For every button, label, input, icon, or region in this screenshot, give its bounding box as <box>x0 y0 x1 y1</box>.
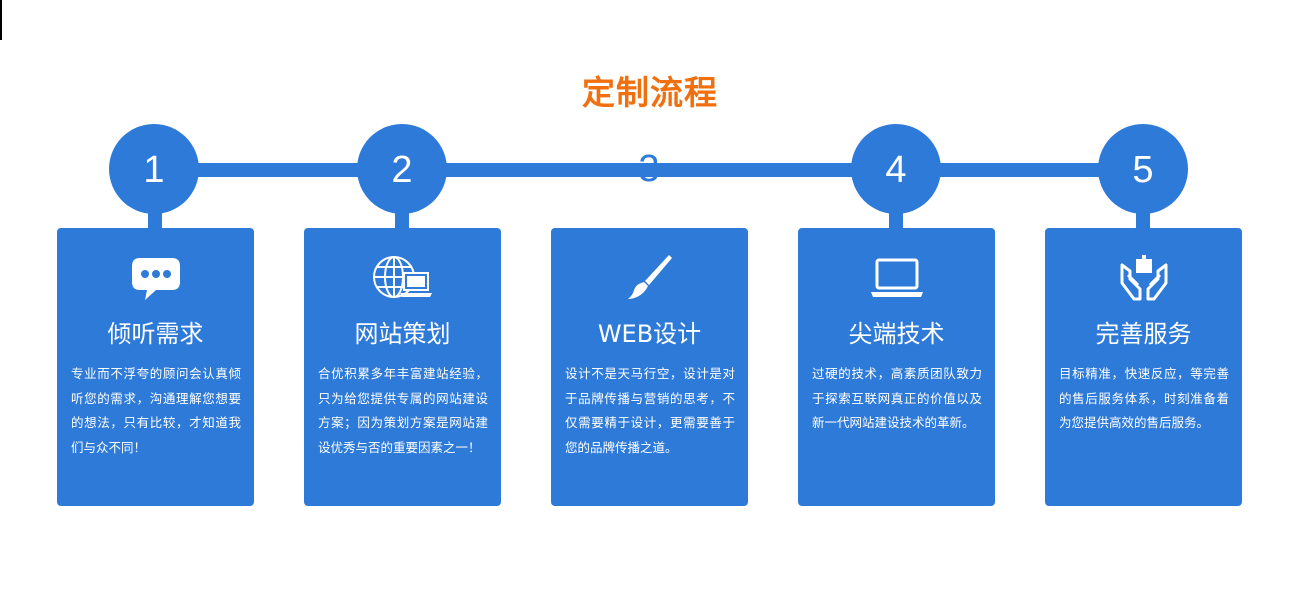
hands-gift-icon <box>1045 252 1242 304</box>
step-card-3[interactable]: WEB设计 设计不是天马行空，设计是对于品牌传播与营销的思考，不仅需要精于设计，… <box>551 228 748 506</box>
step-card-4[interactable]: 尖端技术 过硬的技术，高素质团队致力于探索互联网真正的价值以及新一代网站建设技术… <box>798 228 995 506</box>
step-circle-4: 4 <box>851 124 941 214</box>
step-stem-5 <box>1136 208 1150 232</box>
globe-laptop-icon <box>304 252 501 304</box>
step-card-1[interactable]: 倾听需求 专业而不浮夸的顾问会认真倾听您的需求，沟通理解您想要的想法，只有比较，… <box>57 228 254 506</box>
card-title: 尖端技术 <box>848 320 945 348</box>
step-circle-5: 5 <box>1098 124 1188 214</box>
card-title: WEB设计 <box>597 320 702 348</box>
card-title: 网站策划 <box>354 320 451 348</box>
step-card-5[interactable]: 完善服务 目标精准，快速反应，等完善的售后服务体系，时刻准备着为您提供高效的售后… <box>1045 228 1242 506</box>
page-title: 定制流程 <box>582 73 718 112</box>
speech-bubble-icon <box>57 252 254 304</box>
edge-mark <box>0 0 2 40</box>
step-card-2[interactable]: 网站策划 合优积累多年丰富建站经验，只为给您提供专属的网站建设方案；因为策划方案… <box>304 228 501 506</box>
laptop-icon <box>798 252 995 304</box>
card-description: 设计不是天马行空，设计是对于品牌传播与营销的思考，不仅需要精于设计，更需要善于您… <box>565 366 735 455</box>
step-stem-4 <box>889 208 903 232</box>
card-description: 合优积累多年丰富建站经验，只为给您提供专属的网站建设方案；因为策划方案是网站建设… <box>318 366 488 455</box>
step-circle-2: 2 <box>357 124 447 214</box>
card-title: 完善服务 <box>1095 320 1192 348</box>
card-title: 倾听需求 <box>107 320 204 348</box>
paintbrush-icon <box>551 252 748 304</box>
step-stem-2 <box>395 208 409 232</box>
step-circle-1: 1 <box>109 124 199 214</box>
card-description: 过硬的技术，高素质团队致力于探索互联网真正的价值以及新一代网站建设技术的革新。 <box>812 366 982 430</box>
step-stem-1 <box>148 208 162 232</box>
step-number-3: 3 <box>638 148 660 190</box>
card-description: 专业而不浮夸的顾问会认真倾听您的需求，沟通理解您想要的想法，只有比较，才知道我们… <box>71 366 241 455</box>
card-description: 目标精准，快速反应，等完善的售后服务体系，时刻准备着为您提供高效的售后服务。 <box>1059 366 1229 430</box>
